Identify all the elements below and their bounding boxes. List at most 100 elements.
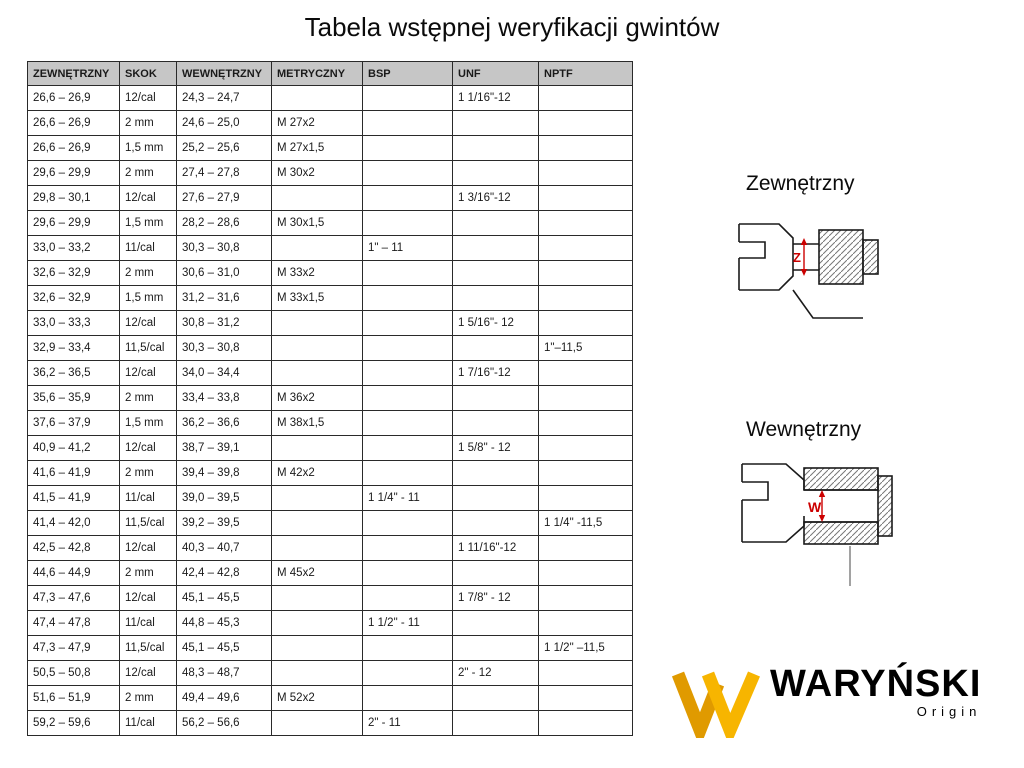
table-cell: 28,2 – 28,6 bbox=[176, 210, 272, 236]
table-cell bbox=[452, 635, 539, 661]
table-cell: 1 1/2" - 11 bbox=[362, 610, 453, 636]
brand-text-block: WARYŃSKI Origin bbox=[770, 663, 982, 719]
table-cell bbox=[362, 360, 453, 386]
nut-cross-section bbox=[818, 229, 864, 285]
table-cell bbox=[271, 610, 363, 636]
table-cell: M 30x2 bbox=[271, 160, 363, 186]
table-cell bbox=[452, 385, 539, 411]
table-cell: 39,4 – 39,8 bbox=[176, 460, 272, 486]
table-cell: 41,4 – 42,0 bbox=[27, 510, 120, 536]
table-cell: 37,6 – 37,9 bbox=[27, 410, 120, 436]
table-cell: 41,6 – 41,9 bbox=[27, 460, 120, 486]
brand-w-icon bbox=[672, 671, 760, 738]
table-cell bbox=[362, 385, 453, 411]
table-cell bbox=[538, 235, 633, 261]
nut-section-bottom bbox=[803, 521, 879, 545]
table-cell bbox=[271, 660, 363, 686]
nut-section-top bbox=[803, 467, 879, 491]
fitting-fork-slot bbox=[742, 481, 769, 501]
table-cell: 26,6 – 26,9 bbox=[27, 110, 120, 136]
table-cell: 11,5/cal bbox=[119, 335, 177, 361]
table-cell: 12/cal bbox=[119, 360, 177, 386]
table-cell bbox=[271, 635, 363, 661]
table-cell: 1 1/16"-12 bbox=[452, 85, 539, 111]
table-cell bbox=[452, 260, 539, 286]
fitting-fork-slot bbox=[739, 241, 766, 259]
table-cell: 1,5 mm bbox=[119, 285, 177, 311]
table-cell bbox=[362, 460, 453, 486]
table-cell: M 30x1,5 bbox=[271, 210, 363, 236]
table-cell bbox=[538, 160, 633, 186]
table-cell: 11/cal bbox=[119, 485, 177, 511]
fitting-fork-outline bbox=[739, 223, 794, 291]
page-title: Tabela wstępnej weryfikacji gwintów bbox=[304, 12, 720, 42]
table-cell: M 33x1,5 bbox=[271, 285, 363, 311]
table-cell: 1 7/16"-12 bbox=[452, 360, 539, 386]
table-cell bbox=[362, 135, 453, 161]
table-cell: 29,6 – 29,9 bbox=[27, 160, 120, 186]
brand-subtitle: Origin bbox=[916, 703, 982, 719]
table-cell: 1 1/4" -11,5 bbox=[538, 510, 633, 536]
table-cell: 36,2 – 36,5 bbox=[27, 360, 120, 386]
table-cell: 25,2 – 25,6 bbox=[176, 135, 272, 161]
table-cell: 2" - 12 bbox=[452, 660, 539, 686]
table-cell: 12/cal bbox=[119, 435, 177, 461]
table-cell bbox=[362, 110, 453, 136]
table-cell: 27,4 – 27,8 bbox=[176, 160, 272, 186]
fitting-fork-outline bbox=[742, 463, 805, 543]
table-cell bbox=[362, 585, 453, 611]
table-cell bbox=[538, 460, 633, 486]
table-cell: 59,2 – 59,6 bbox=[27, 710, 120, 736]
table-cell bbox=[271, 310, 363, 336]
table-cell bbox=[538, 485, 633, 511]
table-cell: 29,6 – 29,9 bbox=[27, 210, 120, 236]
table-cell bbox=[362, 660, 453, 686]
table-cell bbox=[452, 235, 539, 261]
table-cell: M 52x2 bbox=[271, 685, 363, 711]
table-cell bbox=[538, 535, 633, 561]
table-cell: 32,6 – 32,9 bbox=[27, 260, 120, 286]
table-cell: 30,3 – 30,8 bbox=[176, 335, 272, 361]
table-cell: 51,6 – 51,9 bbox=[27, 685, 120, 711]
table-cell: 1 3/16"-12 bbox=[452, 185, 539, 211]
external-thread-diagram: Z bbox=[738, 223, 879, 319]
table-cell: 1 1/4" - 11 bbox=[362, 485, 453, 511]
table-cell: 40,9 – 41,2 bbox=[27, 435, 120, 461]
table-cell: 48,3 – 48,7 bbox=[176, 660, 272, 686]
table-cell: M 27x2 bbox=[271, 110, 363, 136]
table-cell: 11/cal bbox=[119, 710, 177, 736]
table-cell: 44,6 – 44,9 bbox=[27, 560, 120, 586]
table-cell: 33,4 – 33,8 bbox=[176, 385, 272, 411]
internal-thread-label: Wewnętrzny bbox=[746, 418, 862, 441]
table-cell: 12/cal bbox=[119, 85, 177, 111]
body-tail-line bbox=[792, 289, 863, 319]
table-cell: 24,6 – 25,0 bbox=[176, 110, 272, 136]
dimension-z: Z bbox=[793, 238, 808, 276]
table-cell: 1,5 mm bbox=[119, 135, 177, 161]
table-cell bbox=[452, 110, 539, 136]
nut-collar bbox=[862, 239, 879, 275]
table-cell: 56,2 – 56,6 bbox=[176, 710, 272, 736]
table-cell bbox=[538, 85, 633, 111]
table-cell: 41,5 – 41,9 bbox=[27, 485, 120, 511]
table-cell bbox=[271, 85, 363, 111]
table-cell: 42,4 – 42,8 bbox=[176, 560, 272, 586]
table-cell: 12/cal bbox=[119, 185, 177, 211]
table-cell: 1"–11,5 bbox=[538, 335, 633, 361]
table-cell: 2 mm bbox=[119, 460, 177, 486]
